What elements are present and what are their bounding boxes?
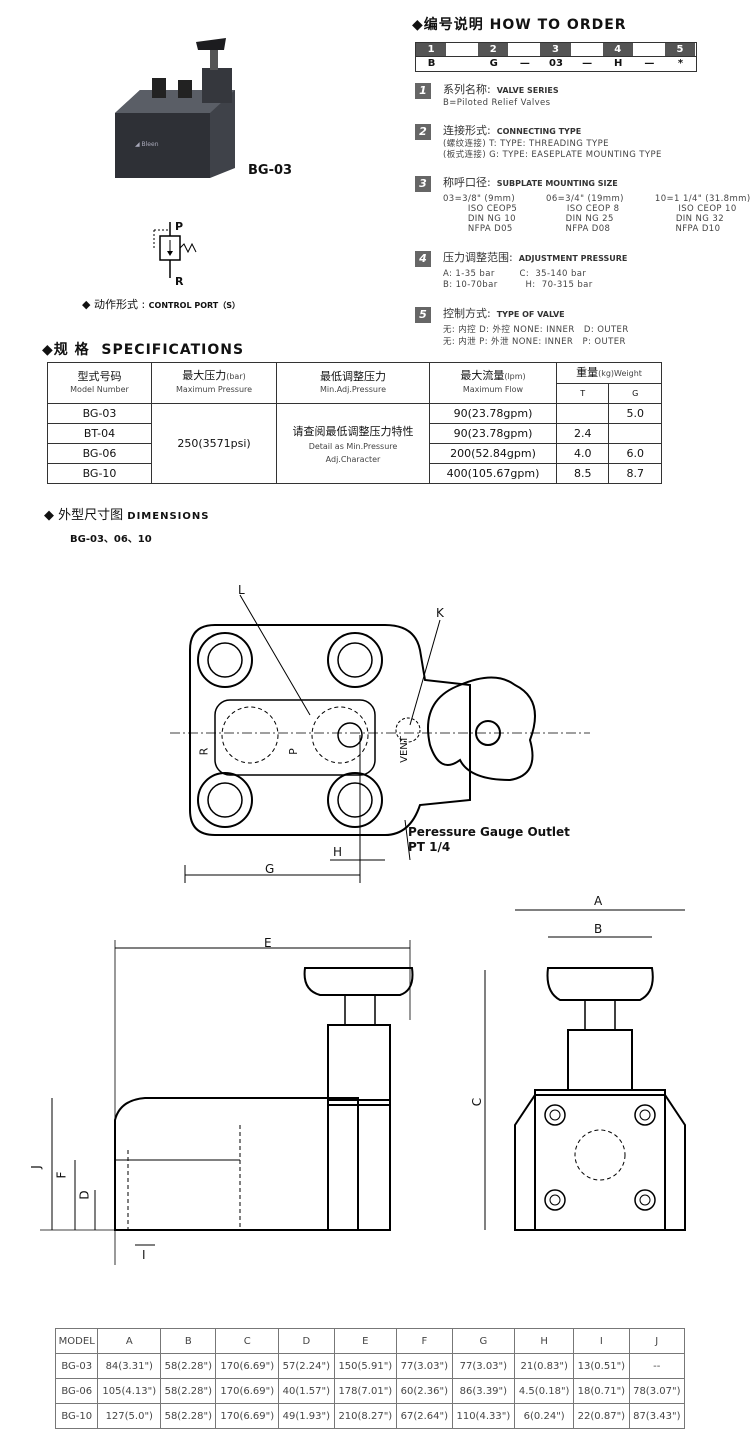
top-view-drawing bbox=[170, 594, 590, 883]
specs-heading: ◆规 格 SPECIFICATIONS bbox=[42, 342, 245, 358]
dim-label-k: K bbox=[436, 606, 444, 620]
dim-label-d: D bbox=[77, 1190, 92, 1200]
dim-label-h: H bbox=[333, 845, 343, 859]
dim-label-a: A bbox=[594, 894, 603, 908]
control-port-title: ◆ 动作形式 : CONTROL PORT（S） bbox=[82, 298, 241, 311]
control-port-symbol bbox=[153, 222, 197, 278]
order-heading: ◆编号说明 HOW TO ORDER bbox=[412, 17, 627, 33]
dim-label-j: J bbox=[28, 1165, 43, 1169]
dim-label-f: F bbox=[54, 1171, 69, 1179]
port-r-mark: R bbox=[197, 747, 211, 756]
port-vent-mark: VENT bbox=[398, 736, 410, 763]
front-view-drawing bbox=[484, 909, 686, 1231]
order-code-bar: 1 2 3 4 5 B G— 03— H— * bbox=[415, 42, 697, 72]
svg-text:◢ Bleen: ◢ Bleen bbox=[135, 141, 159, 148]
dim-label-g: G bbox=[265, 862, 275, 876]
dim-label-b: B bbox=[594, 922, 603, 936]
gauge-thread-label: PT 1/4 bbox=[408, 840, 451, 854]
dim-label-c: C bbox=[470, 1097, 485, 1107]
dim-label-e: E bbox=[264, 936, 272, 950]
dim-label-l: L bbox=[238, 583, 245, 597]
port-p-label: P bbox=[175, 220, 184, 233]
valve-photo: ◢ Bleen bbox=[115, 38, 235, 178]
dimensions-subtitle: BG-03、06、10 bbox=[70, 534, 152, 545]
port-p-mark: P bbox=[286, 748, 300, 755]
dimensions-heading: ◆ 外型尺寸图 DIMENSIONS bbox=[44, 508, 210, 523]
port-r-label: R bbox=[175, 275, 184, 288]
photo-label: BG-03 bbox=[248, 163, 293, 178]
dim-label-i: I bbox=[142, 1248, 146, 1262]
gauge-outlet-label: Peressure Gauge Outlet bbox=[408, 825, 570, 839]
side-view-drawing bbox=[40, 940, 414, 1265]
